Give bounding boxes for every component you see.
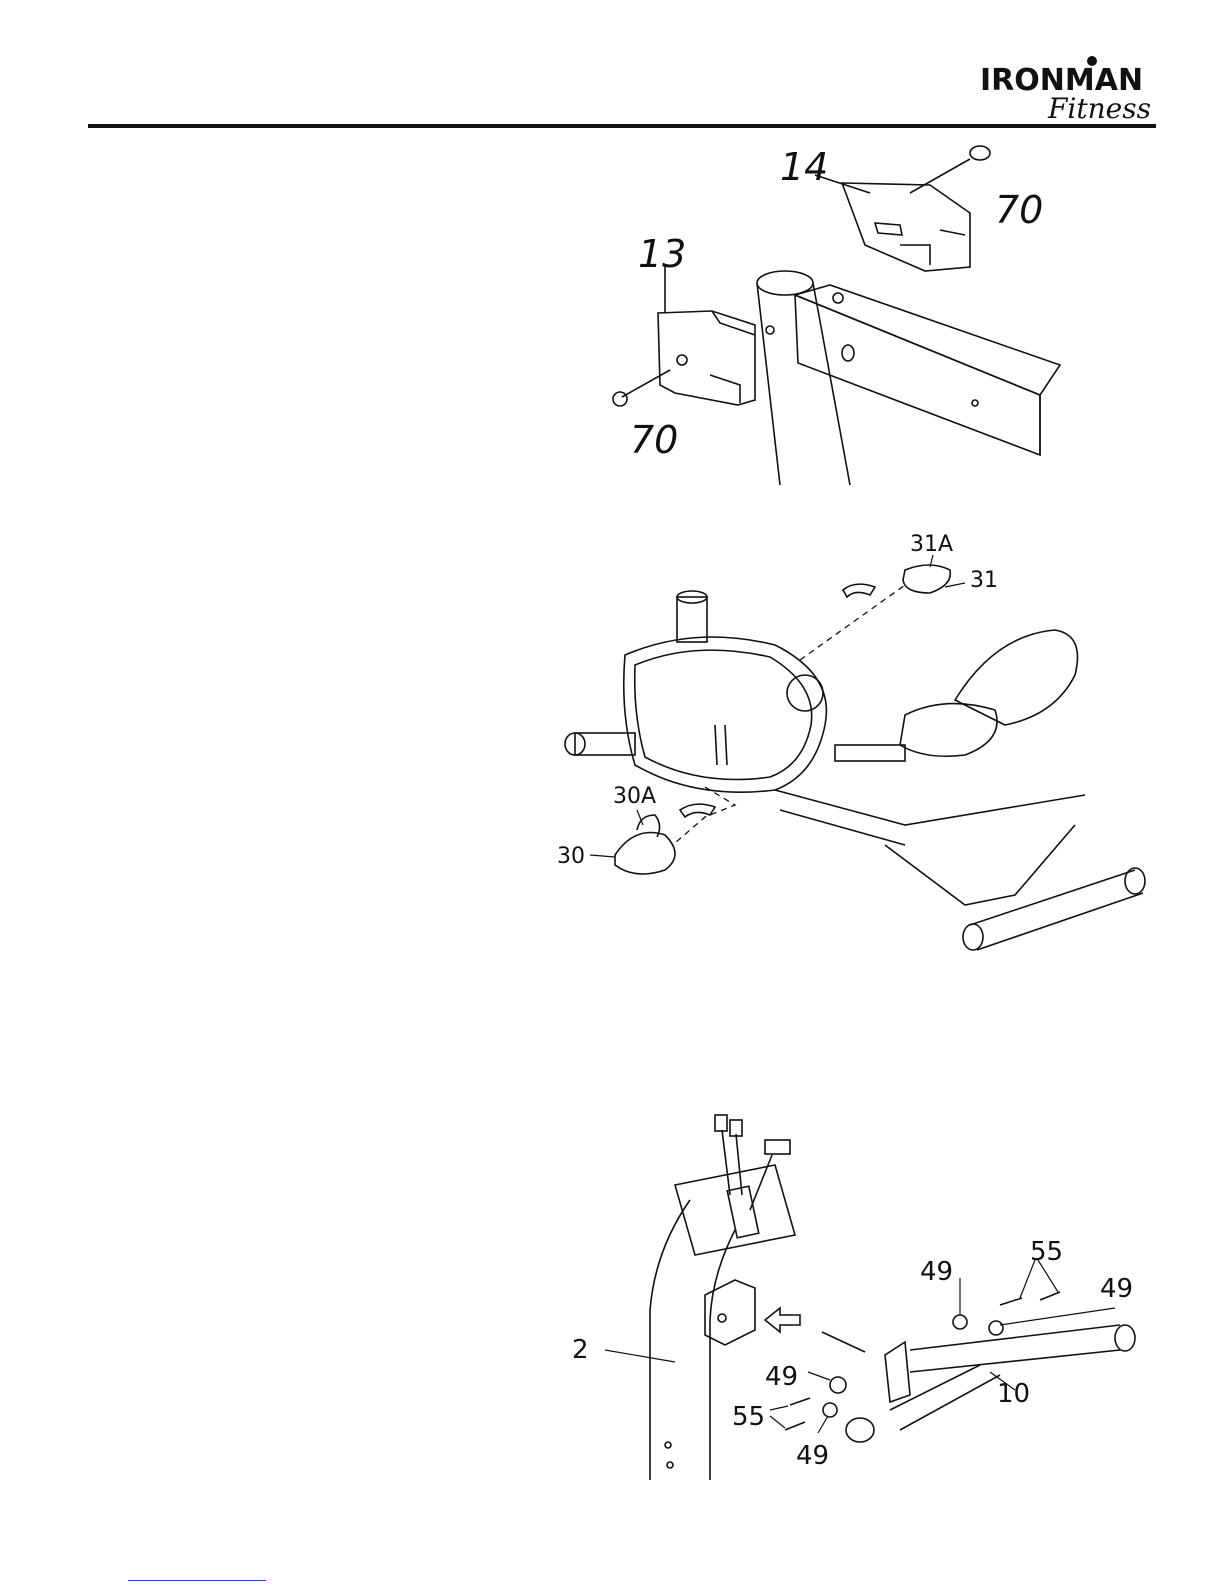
- part-label-70-bottom: 70: [630, 418, 678, 462]
- part-label-30: 30: [557, 844, 585, 869]
- part-label-49-bottom: 49: [796, 1441, 829, 1471]
- part-label-49-top-right: 49: [1100, 1274, 1133, 1304]
- brand-logo: IRONMAN Fitness: [980, 52, 1170, 122]
- part-label-31a: 31A: [910, 532, 953, 557]
- pedal-drawing: [565, 565, 1145, 950]
- logo-dot: [1087, 56, 1097, 66]
- header-rule: [88, 124, 1156, 128]
- footer-link-underline: [128, 1580, 266, 1581]
- part-label-31: 31: [970, 568, 998, 593]
- pedal-guide-lines: [675, 585, 905, 843]
- handlebar-leaders: [605, 1260, 1115, 1433]
- pedal-diagram: 31A 31 30A 30: [545, 525, 1165, 975]
- part-label-55-bottom: 55: [732, 1402, 765, 1432]
- handlebar-drawing: [650, 1115, 1135, 1480]
- part-label-55-top: 55: [1030, 1237, 1063, 1267]
- frame-cover-drawing: [613, 146, 1060, 485]
- part-label-13: 13: [638, 232, 686, 276]
- part-label-2: 2: [572, 1335, 589, 1365]
- pedal-leaders: [590, 555, 965, 857]
- part-label-49-top-left: 49: [920, 1257, 953, 1287]
- part-label-14: 14: [780, 145, 828, 189]
- frame-cover-diagram: 14 70 13 70: [570, 135, 1090, 490]
- brand-name-bottom: Fitness: [1047, 92, 1151, 122]
- handlebar-diagram: 55 49 49 2 49 10 55 49: [560, 1110, 1160, 1490]
- part-label-49-middle: 49: [765, 1362, 798, 1392]
- part-label-70-top: 70: [995, 188, 1043, 232]
- part-label-10: 10: [997, 1379, 1030, 1409]
- part-label-30a: 30A: [613, 784, 656, 809]
